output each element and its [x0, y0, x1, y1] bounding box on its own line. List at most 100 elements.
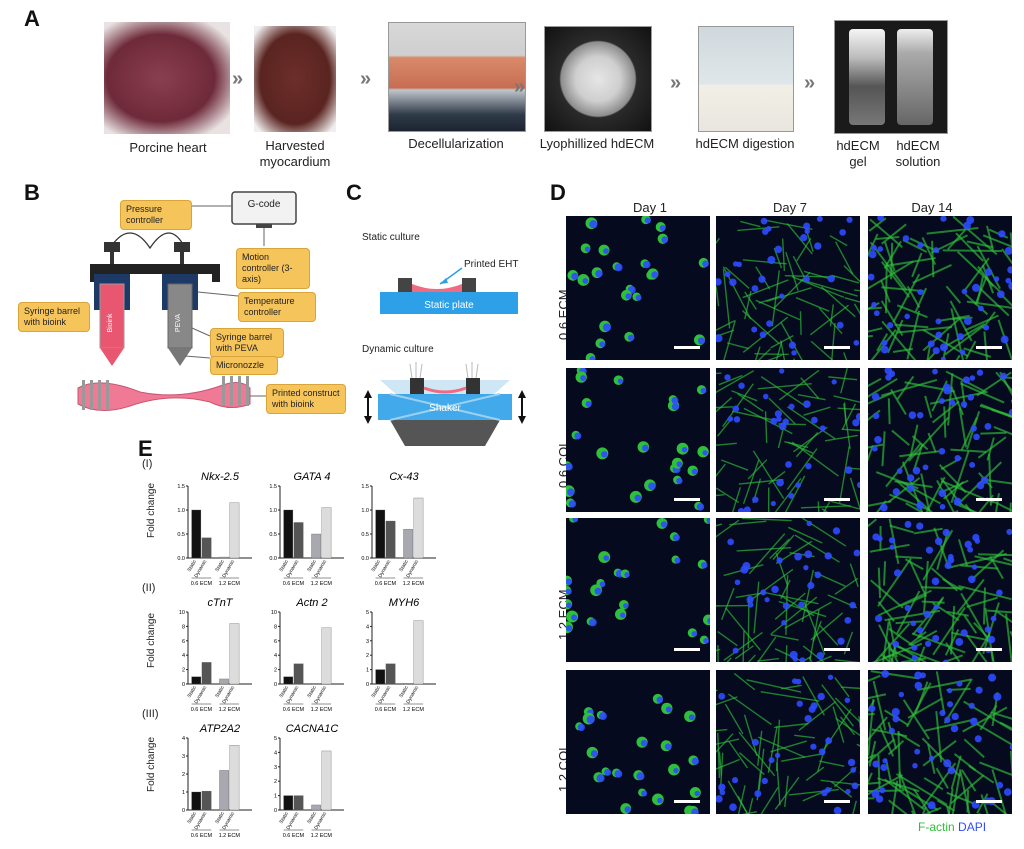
y-tick-label: 4	[182, 736, 185, 742]
col-day-7: Day 7	[773, 200, 807, 215]
micrograph-tile	[868, 216, 1012, 360]
bar	[219, 770, 229, 811]
bar	[201, 790, 212, 811]
x-tick-label: Static	[371, 685, 383, 699]
callout-pressure-controller: Pressure controller	[120, 200, 192, 230]
gel-solution-photo	[834, 20, 948, 134]
stain-legend: F-actin DAPI	[918, 820, 986, 834]
dynamic-culture-diagram: Shaker	[364, 362, 526, 446]
bar	[191, 791, 202, 811]
callout-syringe-bioink: Syringe barrel with bioink	[18, 302, 90, 332]
micrograph-tile	[716, 670, 860, 814]
x-tick-label: Static	[398, 559, 410, 573]
col-day-1: Day 1	[633, 200, 667, 215]
scale-bar	[824, 648, 850, 651]
myocardium-photo	[254, 26, 336, 132]
bar	[229, 623, 240, 685]
bar	[321, 627, 332, 685]
y-tick-label: 10	[179, 610, 185, 616]
y-tick-label: 1.5	[361, 484, 369, 490]
y-tick-label: 0	[274, 808, 277, 814]
bar	[191, 509, 202, 559]
step-hdecm-solution: hdECM solution	[895, 138, 941, 169]
step-porcine-heart: Porcine heart	[129, 140, 207, 155]
micrograph-tile	[716, 368, 860, 512]
callout-syringe-peva: Syringe barrel with PEVA	[210, 328, 284, 358]
row-label-2: (II)	[142, 582, 156, 594]
bar	[283, 676, 294, 685]
bioprinter-diagram: Bioink PEVA	[66, 191, 297, 411]
y-tick-label: 3	[182, 754, 185, 760]
micrograph-tile	[566, 518, 710, 662]
bar	[229, 745, 240, 811]
panel-label-a: A	[24, 6, 40, 31]
x-tick-label: Static	[306, 559, 318, 573]
y-tick-label: 1	[274, 794, 277, 800]
group-label: 1.2 ECM	[311, 833, 333, 839]
col-day-14: Day 14	[911, 200, 953, 215]
group-label: 0.6 ECM	[191, 833, 213, 839]
y-tick-label: 0	[182, 808, 185, 814]
x-tick-label: Static	[187, 811, 199, 825]
y-tick-label: 4	[182, 653, 185, 659]
y-tick-label: 8	[182, 624, 185, 630]
bar	[375, 509, 386, 559]
y-tick-label: 0.0	[177, 556, 185, 562]
x-tick-label: Static	[371, 559, 383, 573]
decellularization-photo	[388, 22, 526, 132]
y-tick-label: 1	[366, 668, 369, 674]
bar	[403, 529, 413, 559]
y-tick-label: 0	[274, 682, 277, 688]
dynamic-culture-title: Dynamic culture	[362, 344, 434, 355]
arrow-4: »	[670, 72, 681, 94]
callout-temperature-controller: Temperature controller	[238, 292, 316, 322]
x-tick-label: Static	[214, 685, 226, 699]
chart-axis	[279, 612, 344, 685]
micrograph-tile	[566, 368, 710, 512]
scale-bar	[674, 346, 700, 349]
digestion-photo	[698, 26, 794, 132]
bar	[293, 522, 304, 559]
bar	[311, 533, 321, 559]
bar	[283, 509, 294, 559]
callout-printed-construct: Printed construct with bioink	[266, 384, 346, 414]
scale-bar	[674, 800, 700, 803]
y-tick-label: 0	[366, 682, 369, 688]
arrow-2: »	[360, 68, 371, 90]
y-tick-label: 3	[274, 765, 277, 771]
y-tick-label: 6	[182, 639, 185, 645]
ylabel-row1: Fold change	[146, 482, 157, 538]
bar	[201, 537, 212, 559]
x-tick-label: Static	[279, 811, 291, 825]
bar	[385, 663, 396, 685]
bar	[191, 676, 202, 685]
y-tick-label: 3	[366, 639, 369, 645]
group-label: 1.2 ECM	[219, 581, 241, 587]
x-tick-label: Static	[306, 685, 318, 699]
ylabel-row2: Fold change	[146, 612, 157, 668]
y-tick-label: 8	[274, 624, 277, 630]
bar	[413, 497, 424, 559]
bar	[311, 804, 321, 811]
arrow-3: »	[514, 76, 525, 98]
scale-bar	[976, 800, 1002, 803]
step-hdecm-gel: hdECM gel	[836, 138, 880, 169]
chart-title: Cx-43	[389, 471, 419, 483]
x-tick-label: Static	[214, 811, 226, 825]
bar	[321, 507, 332, 559]
bar	[229, 502, 240, 559]
y-tick-label: 0	[182, 682, 185, 688]
chart-title: MYH6	[389, 597, 420, 609]
legend-dapi: DAPI	[958, 820, 987, 834]
y-tick-label: 0.0	[361, 556, 369, 562]
y-tick-label: 0.5	[177, 532, 185, 538]
bar	[385, 520, 396, 559]
row-label-3: (III)	[142, 708, 159, 720]
bar	[293, 795, 304, 811]
